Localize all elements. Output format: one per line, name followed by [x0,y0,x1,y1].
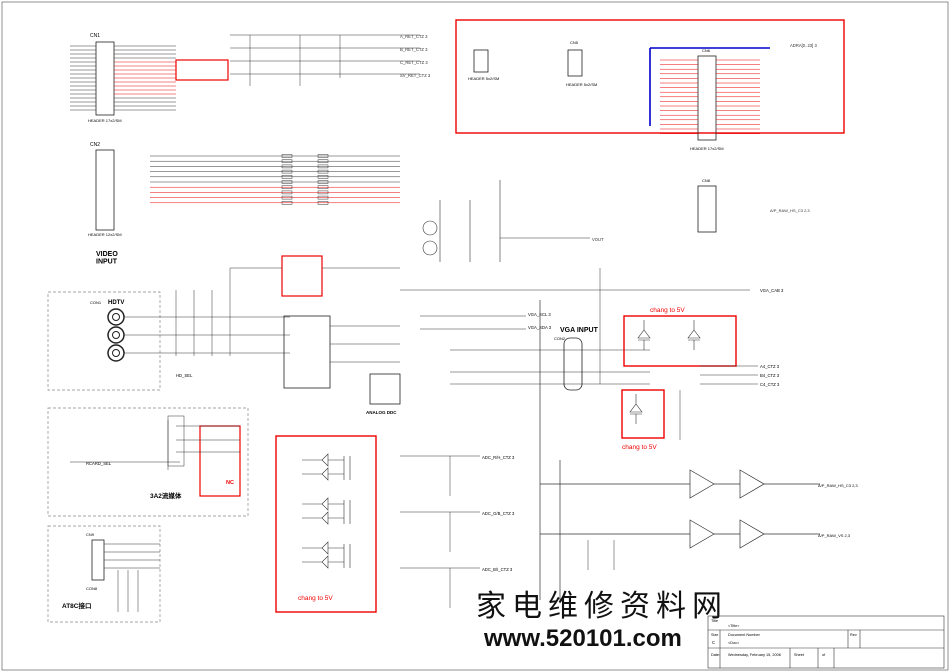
note-change-left: chang to 5V [298,595,333,602]
mux-wires [229,267,400,363]
a2-media-dashed-box [47,407,249,517]
net-aip-hs: A/P_RAW_HS_C3 2,3 [770,208,810,213]
tb-of-label: of [822,653,826,657]
tb-date-label: Date: [711,653,720,657]
cn5-name: HEADER 5x2/SM [566,82,597,87]
cn9-name: CON8 [86,586,98,591]
title-block [707,615,945,669]
watermark-title: 家电维修资料网 [476,589,728,624]
vga-wires [400,268,750,385]
cn3-header: HEADER 5x2/SM [468,49,499,81]
nc-label: NC [226,480,234,486]
tb-rev-label: Rev [850,633,857,637]
net-b-ret: B_RET_CTZ 3 [400,47,428,52]
net-vga-cab: VGA_CAB 3 [760,288,784,293]
tb-title-value: <Title> [728,624,740,628]
diode-red-box-top [623,315,737,367]
transistor-q1 [422,180,590,262]
resistor-network [150,154,400,205]
analog-ddc-ic: ANALOG DDC [366,373,401,415]
cn6-header: CN6 HEADER 17x2/SM [690,48,724,151]
at8c-dashed-box [47,525,161,623]
con1-rca-jacks: CON1 [90,300,125,362]
mux-resistor-red-box [281,255,323,297]
adc-wires [400,455,615,608]
net-hd-sel: HD_SEL [176,373,193,378]
cn3-name: HEADER 5x2/SM [468,76,499,81]
cn1-ref: CN1 [90,33,100,39]
video-mux-ic [283,315,331,389]
a2-media-red-box [199,425,241,497]
con1-ref: CON1 [90,300,102,305]
tb-sheet-label: Sheet [794,653,805,657]
a2-wires [70,415,240,470]
top-right-red-box [455,19,845,134]
tb-docnum-label: Document Number [728,633,761,637]
hdtv-dashed-box [47,291,161,391]
at8c-wires [104,543,160,612]
rgb-out-wires [679,365,758,440]
con2-vga-connector: CON2 [554,336,583,391]
hs-vs-buffers [539,300,820,600]
net-c4: C4_CTZ 3 [760,382,780,387]
tb-date-value: Wednesday, February 15, 2006 [728,653,781,657]
cn2-header: CN2 HEADER 12x2/SM [88,142,122,237]
cn1-header: CN1 HEADER 17x2/SM [70,33,176,123]
cn5-header: CN5 HEADER 5x2/SM [566,40,597,87]
net-aip-hs2: A/P_RAW_HS_C3 2,3 [818,483,858,488]
net-rcard-sel: RCARD_SEL [86,461,112,466]
diode-red-box-bottom [275,435,377,613]
net-adc-b: ADC_B/I_CTZ 3 [482,567,513,572]
diode-red-box-mid [621,389,665,439]
note-change-mid: chang to 5V [622,444,657,451]
net-adc-r: ADC_R/H_CTZ 3 [482,455,515,460]
net-a-ret: A_RET_CTZ 3 [400,34,428,39]
cn1-highlight-box [175,59,229,81]
tb-size-label: Size [711,633,718,637]
at8c-label: AT8C接口 [62,601,92,610]
tb-title-label: Title [711,619,718,623]
cn2-name: HEADER 12x2/SM [88,232,122,237]
net-adra: ADRA[0..23] 3 [790,43,817,48]
net-vout: VOUT [592,237,604,242]
cn9-ref: CN9 [86,532,95,537]
watermark-url: www.520101.com [483,625,682,652]
cn8-header: CN8 [697,178,717,233]
net-a4: A4_CTZ 3 [760,364,780,369]
con2-ref: CON2 [554,336,566,341]
cn1-name: HEADER 17x2/SM [88,118,122,123]
a2-media-label: 3A2流媒体 [150,491,182,500]
esd-diodes [629,320,701,424]
cn6-ref: CN6 [702,48,711,53]
hdtv-label: HDTV [108,300,124,306]
hdtv-wires [124,290,290,356]
net-adc-g: ADC_G/B_CTZ 3 [482,511,515,516]
net-aip-vs: A/P_RAW_VS 2,3 [818,533,851,538]
cn2-ref: CN2 [90,142,100,148]
net-c-ret: C_RET_CTZ 3 [400,60,428,65]
tb-size-value: C [712,640,715,645]
rc-ladder-top [230,34,420,86]
analog-ddc-label: ANALOG DDC [366,410,397,415]
tb-docnum-value: <Doc> [728,641,740,645]
vga-input-label: VGA INPUT [560,327,599,334]
esd-diodes-left [302,453,351,569]
note-change-top: chang to 5V [650,307,685,314]
cn6-name: HEADER 17x2/SM [690,146,724,151]
cn9-header: CN9 CON8 [86,532,105,591]
net-sv-ret: SV_RET_CTZ 3 [400,73,431,78]
cn8-ref: CN8 [702,178,711,183]
cn5-ref: CN5 [570,40,579,45]
net-b4: B4_CTZ 3 [760,373,780,378]
address-bus [649,47,770,126]
